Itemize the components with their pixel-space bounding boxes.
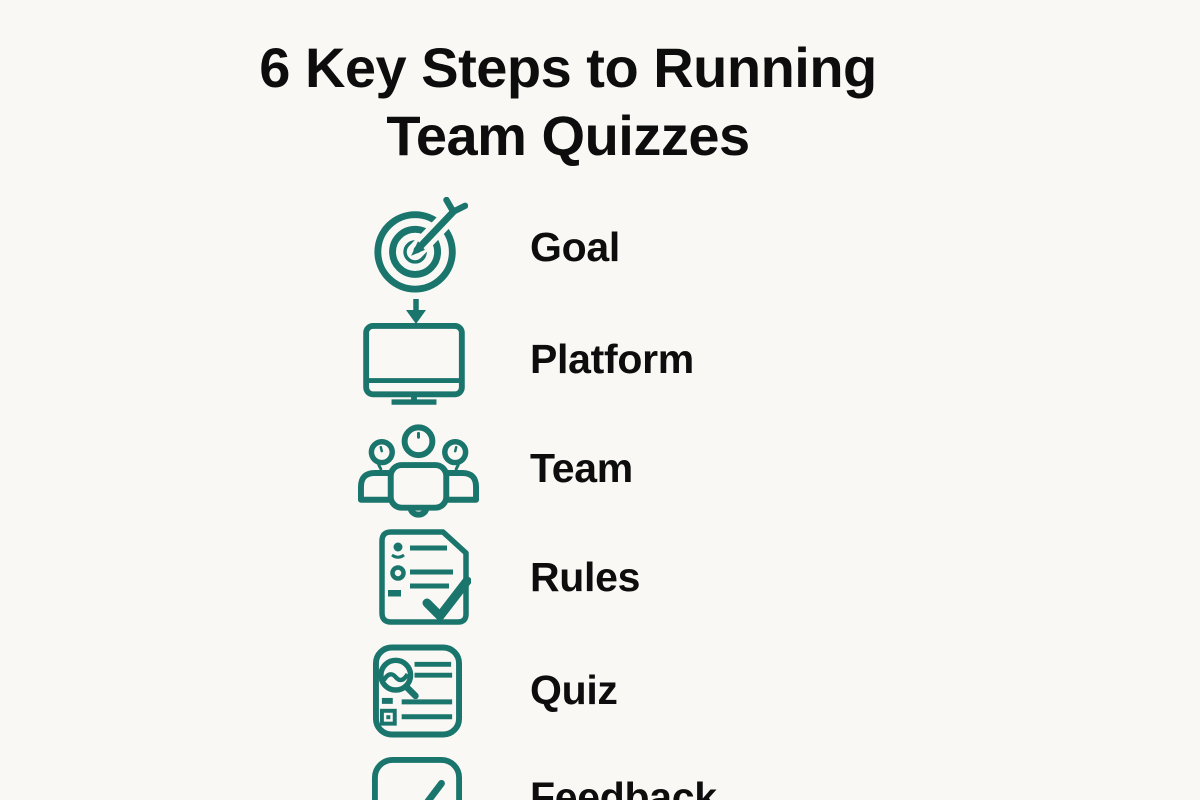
checklist-document-icon bbox=[377, 529, 471, 625]
monitor-icon bbox=[363, 323, 465, 405]
step-label-rules: Rules bbox=[530, 554, 641, 600]
page-title: 6 Key Steps to Running Team Quizzes bbox=[0, 34, 1136, 170]
checkmark-box-icon bbox=[371, 756, 463, 800]
title-line-2: Team Quizzes bbox=[386, 104, 750, 167]
step-label-feedback: Feedback bbox=[530, 774, 717, 800]
step-label-goal: Goal bbox=[530, 224, 620, 270]
step-label-platform: Platform bbox=[530, 336, 694, 382]
step-label-team: Team bbox=[530, 445, 633, 491]
title-line-1: 6 Key Steps to Running bbox=[259, 36, 877, 99]
team-people-icon bbox=[357, 424, 480, 518]
step-label-quiz: Quiz bbox=[530, 667, 618, 713]
search-document-icon bbox=[372, 644, 463, 738]
down-arrow-icon bbox=[404, 297, 428, 324]
target-dart-icon bbox=[370, 197, 468, 295]
